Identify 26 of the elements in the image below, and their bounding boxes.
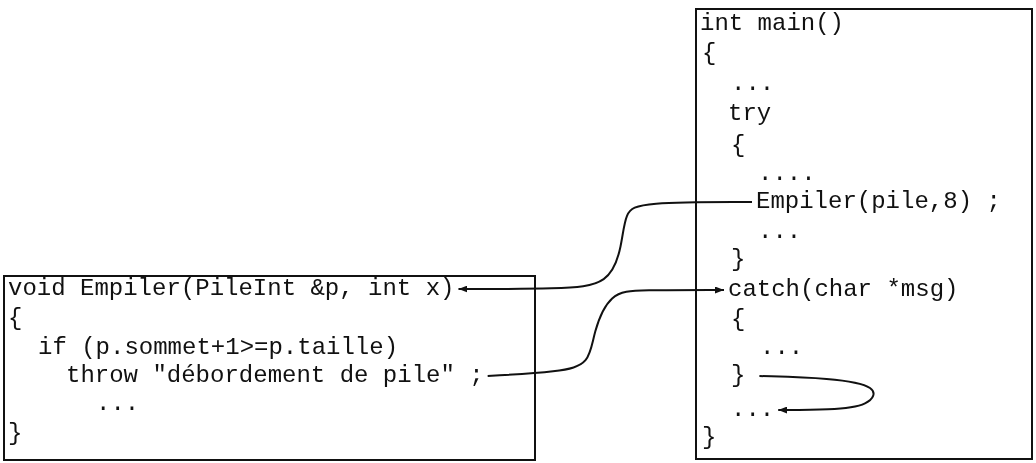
code-box (3, 275, 536, 461)
code-line: { (8, 306, 23, 332)
code-line: throw "débordement de pile" ; (66, 363, 484, 389)
code-line: int main() (700, 11, 845, 37)
code-line: ... (96, 391, 140, 417)
code-line: ... (731, 397, 775, 423)
code-line: Empiler(pile,8) ; (756, 189, 1001, 215)
code-line: .... (758, 161, 816, 187)
code-line: catch(char *msg) (728, 277, 959, 303)
code-line: ... (758, 219, 802, 245)
code-line: void Empiler(PileInt &p, int x) (8, 276, 455, 302)
code-box (695, 8, 1033, 460)
code-line: { (731, 133, 746, 159)
code-line: if (p.sommet+1>=p.taille) (38, 335, 399, 361)
code-line: } (731, 247, 746, 273)
arrow (758, 375, 875, 414)
arrow (486, 286, 725, 377)
code-line: } (702, 425, 717, 451)
code-line: ... (760, 335, 804, 361)
arrow (457, 201, 753, 293)
code-line: } (8, 421, 23, 447)
code-line: ... (731, 71, 775, 97)
code-line: { (702, 41, 717, 67)
code-line: try (728, 101, 772, 127)
code-line: { (731, 307, 746, 333)
code-line: } (731, 363, 746, 389)
